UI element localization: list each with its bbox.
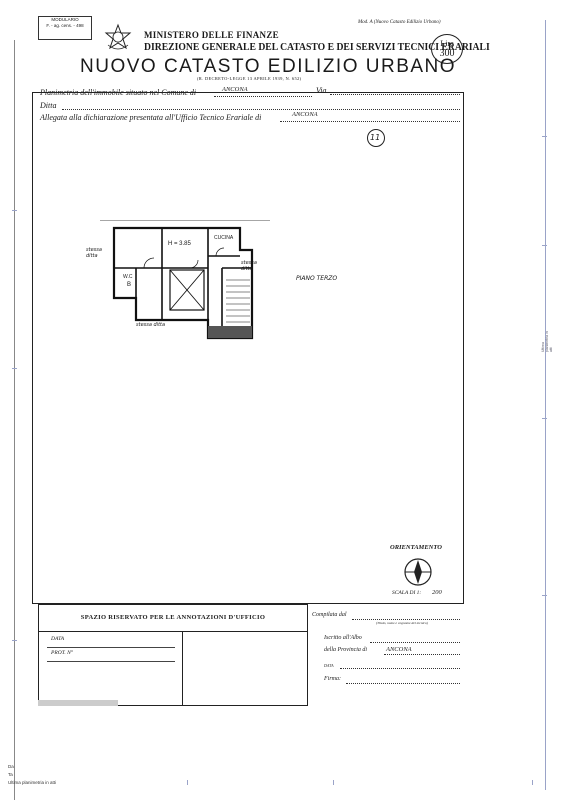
border-tick bbox=[12, 368, 17, 369]
compilata-data-label: DATA bbox=[324, 663, 334, 668]
lire-stamp: Lire 300 bbox=[431, 34, 463, 64]
footer-line3: Ultima planimetria in atti bbox=[8, 780, 57, 785]
comune-line bbox=[214, 96, 312, 97]
orientamento-label: ORIENTAMENTO bbox=[390, 544, 442, 551]
note-bottom: stessa ditta bbox=[136, 322, 166, 328]
ufficio-value: ANCONA bbox=[292, 111, 318, 118]
border-tick bbox=[542, 136, 547, 137]
office-prot-line bbox=[47, 661, 175, 662]
border-tick bbox=[187, 780, 188, 785]
decreto-note: (R. DECRETO-LEGGE 13 APRILE 1939, N. 652… bbox=[197, 76, 302, 81]
border-tick bbox=[12, 210, 17, 211]
piano-label: PIANO TERZO bbox=[296, 275, 338, 282]
iscritto-line bbox=[370, 642, 460, 643]
ditta-label: Ditta bbox=[40, 101, 57, 110]
floor-plan-drawing bbox=[100, 220, 270, 340]
provincia-value: ANCONA bbox=[386, 646, 412, 653]
left-border-line bbox=[14, 40, 15, 800]
right-border-line bbox=[545, 20, 546, 790]
via-line bbox=[330, 94, 460, 95]
note-left: stessa ditta bbox=[86, 247, 102, 259]
office-divider bbox=[182, 631, 183, 705]
note-right: stessa ditta bbox=[241, 260, 257, 272]
comune-value: ANCONA bbox=[222, 86, 248, 93]
via-label: Via bbox=[316, 86, 327, 95]
north-arrow-icon bbox=[404, 558, 432, 586]
footer-line1: Da bbox=[8, 764, 14, 769]
office-smudge bbox=[38, 700, 118, 706]
office-data-line bbox=[47, 647, 175, 648]
office-title: SPAZIO RISERVATO PER LE ANNOTAZIONI D'UF… bbox=[39, 605, 307, 632]
footer-block: Da Ta Ultima planimetria in atti bbox=[8, 763, 56, 787]
ministero-title: MINISTERO DELLE FINANZE bbox=[144, 30, 279, 40]
room-b: B bbox=[127, 282, 132, 288]
compilata-sub: (Titolo, nome e cognome del tecnico) bbox=[376, 621, 428, 625]
nuovo-catasto-title: NUOVO CATASTO EDILIZIO URBANO bbox=[80, 56, 457, 77]
compilata-label: Compilata dal bbox=[312, 612, 347, 618]
office-annotation-box: SPAZIO RISERVATO PER LE ANNOTAZIONI D'UF… bbox=[38, 604, 308, 706]
modulario-line2: F. - ag. cens. - 498 bbox=[46, 23, 84, 28]
border-tick bbox=[542, 418, 547, 419]
border-tick bbox=[532, 780, 533, 785]
office-prot-label: PROT. N° bbox=[51, 650, 73, 656]
sheet-number-circle bbox=[367, 129, 385, 147]
room-cucina: CUCINA bbox=[214, 235, 234, 241]
border-tick bbox=[12, 640, 17, 641]
firma-label: Firma: bbox=[324, 676, 341, 682]
footer-line2: Ta bbox=[8, 772, 13, 777]
iscritto-label: Iscritto all'Albo bbox=[324, 635, 362, 641]
scala-label: SCALA DI 1: bbox=[392, 590, 422, 596]
allegata-label: Allegata alla dichiarazione presentata a… bbox=[40, 113, 262, 122]
sheet-number: 11 bbox=[370, 133, 381, 142]
provincia-line bbox=[384, 654, 460, 655]
side-note: Ultima planimetria in atti bbox=[541, 331, 553, 352]
modulario-box: MODULARIO F. - ag. cens. - 498 bbox=[38, 16, 92, 40]
direzione-title: DIREZIONE GENERALE DEL CATASTO E DEI SER… bbox=[144, 42, 490, 53]
provincia-label: della Provincia di bbox=[324, 647, 368, 653]
lire-value: 300 bbox=[439, 48, 455, 59]
compilata-data-line bbox=[340, 668, 460, 669]
office-data-label: DATA bbox=[51, 636, 65, 642]
drawing-frame bbox=[32, 92, 464, 604]
ditta-line bbox=[62, 109, 460, 110]
room-height: H = 3.85 bbox=[168, 241, 191, 247]
border-tick bbox=[542, 595, 547, 596]
modulario-line1: MODULARIO bbox=[51, 17, 79, 22]
compilata-line bbox=[352, 619, 460, 620]
border-tick bbox=[542, 245, 547, 246]
ufficio-line bbox=[280, 121, 460, 122]
scala-value: 200 bbox=[432, 589, 442, 596]
mod-a-note: Mod. A (Nuovo Catasto Edilizio Urbano) bbox=[358, 20, 441, 25]
room-wc: W.C bbox=[123, 274, 133, 280]
firma-line bbox=[346, 683, 460, 684]
lire-label: Lire bbox=[440, 39, 454, 48]
border-tick bbox=[333, 780, 334, 785]
republic-crest-icon bbox=[104, 23, 132, 50]
